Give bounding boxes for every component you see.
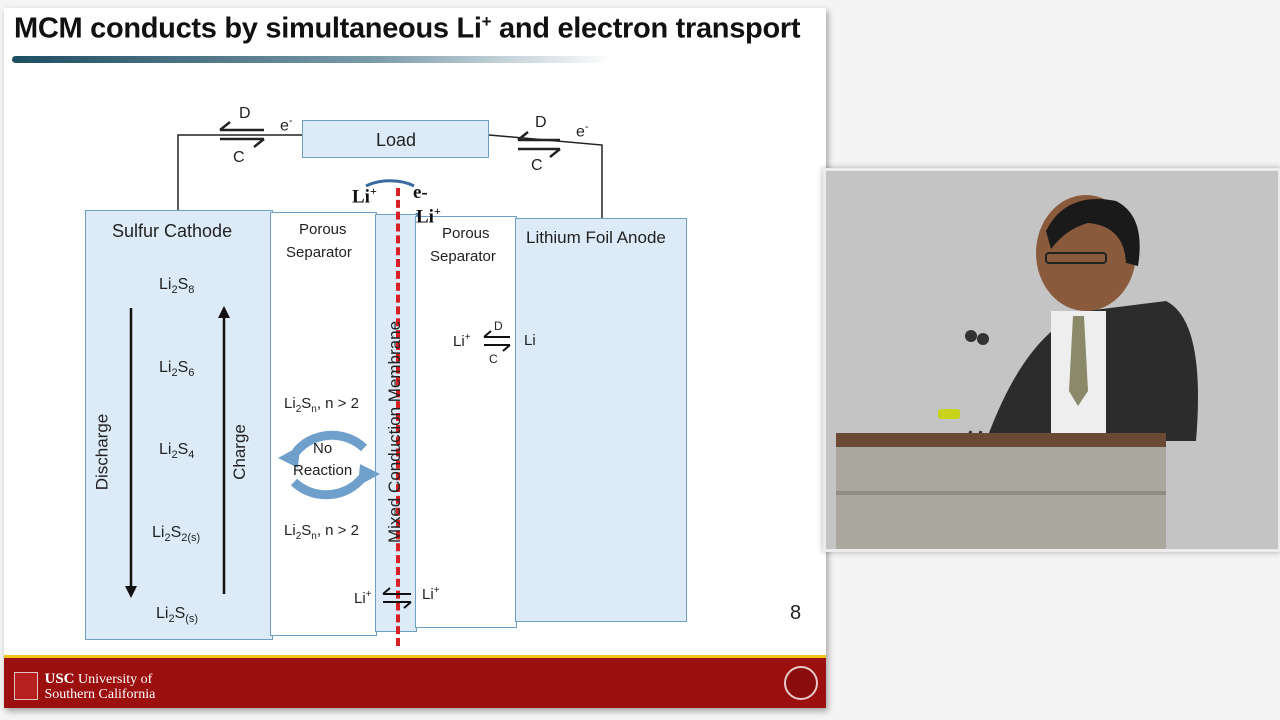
footer-gold-line [4,655,826,658]
membrane-li-right: Li+ [422,585,440,603]
anode-li-ion-label: Li+ [453,332,471,350]
species-li2s4: Li2S4 [159,441,195,462]
title-underline [12,56,612,63]
slide: MCM conducts by simultaneous Li+ and ele… [4,8,826,708]
no-reaction-label-2: Reaction [293,462,353,479]
left-electron-label: e- [280,115,293,135]
speaker-video [823,168,1280,552]
top-li-ion-label: Li+ [352,184,377,208]
membrane-dashed-line [396,188,400,646]
left-charge-label: C [233,149,245,166]
species-li2s8: Li2S8 [159,276,195,297]
right-electron-label: e- [576,121,589,141]
top-li-ion-label-2: Li+ [416,204,441,228]
cathode-header: Sulfur Cathode [112,221,233,241]
usc-logo: USC University of Southern California [14,672,155,702]
right-porous-separator-region [415,216,517,628]
right-separator-header-1: Porous [442,225,490,242]
load-box [302,120,489,158]
university-seal-icon [784,666,818,700]
membrane-li-left: Li+ [354,589,372,607]
li2sn-top: Li2Sn, n > 2 [284,395,359,415]
sulfur-cathode-region [85,210,273,640]
right-separator-header-2: Separator [430,248,496,265]
no-reaction-cycle-icon [278,430,380,500]
anode-charge-label: C [489,352,498,366]
footer-bar: USC University of Southern California [4,658,826,708]
left-separator-header-1: Porous [299,221,347,238]
cathode-arrows [125,306,230,598]
species-li2s2s: Li2S2(s) [152,524,201,545]
left-discharge-label: D [239,105,251,122]
li2sn-bottom: Li2Sn, n > 2 [284,522,359,542]
anode-equilibrium-arrows [483,330,511,352]
page-number: 8 [790,602,802,624]
no-reaction-label-1: No [313,440,333,457]
left-separator-header-2: Separator [286,244,352,261]
right-discharge-label: D [535,114,547,131]
slide-title: MCM conducts by simultaneous Li+ and ele… [14,12,801,45]
species-li2s6: Li2S6 [159,359,195,380]
left-porous-separator-region [270,212,377,636]
usc-seal-icon [14,672,38,700]
speaker-scene [826,171,1278,549]
membrane-li-equilibrium-arrows [382,587,412,609]
anode-header: Lithium Foil Anode [526,228,666,247]
anode-discharge-label: D [494,319,503,333]
anode-li-label: Li [524,332,536,349]
species-li2ss: Li2S(s) [156,605,199,626]
top-electron-label: e- [413,182,428,203]
load-label: Load [376,130,417,150]
lithium-anode-region [515,218,687,622]
right-charge-label: C [531,157,543,174]
